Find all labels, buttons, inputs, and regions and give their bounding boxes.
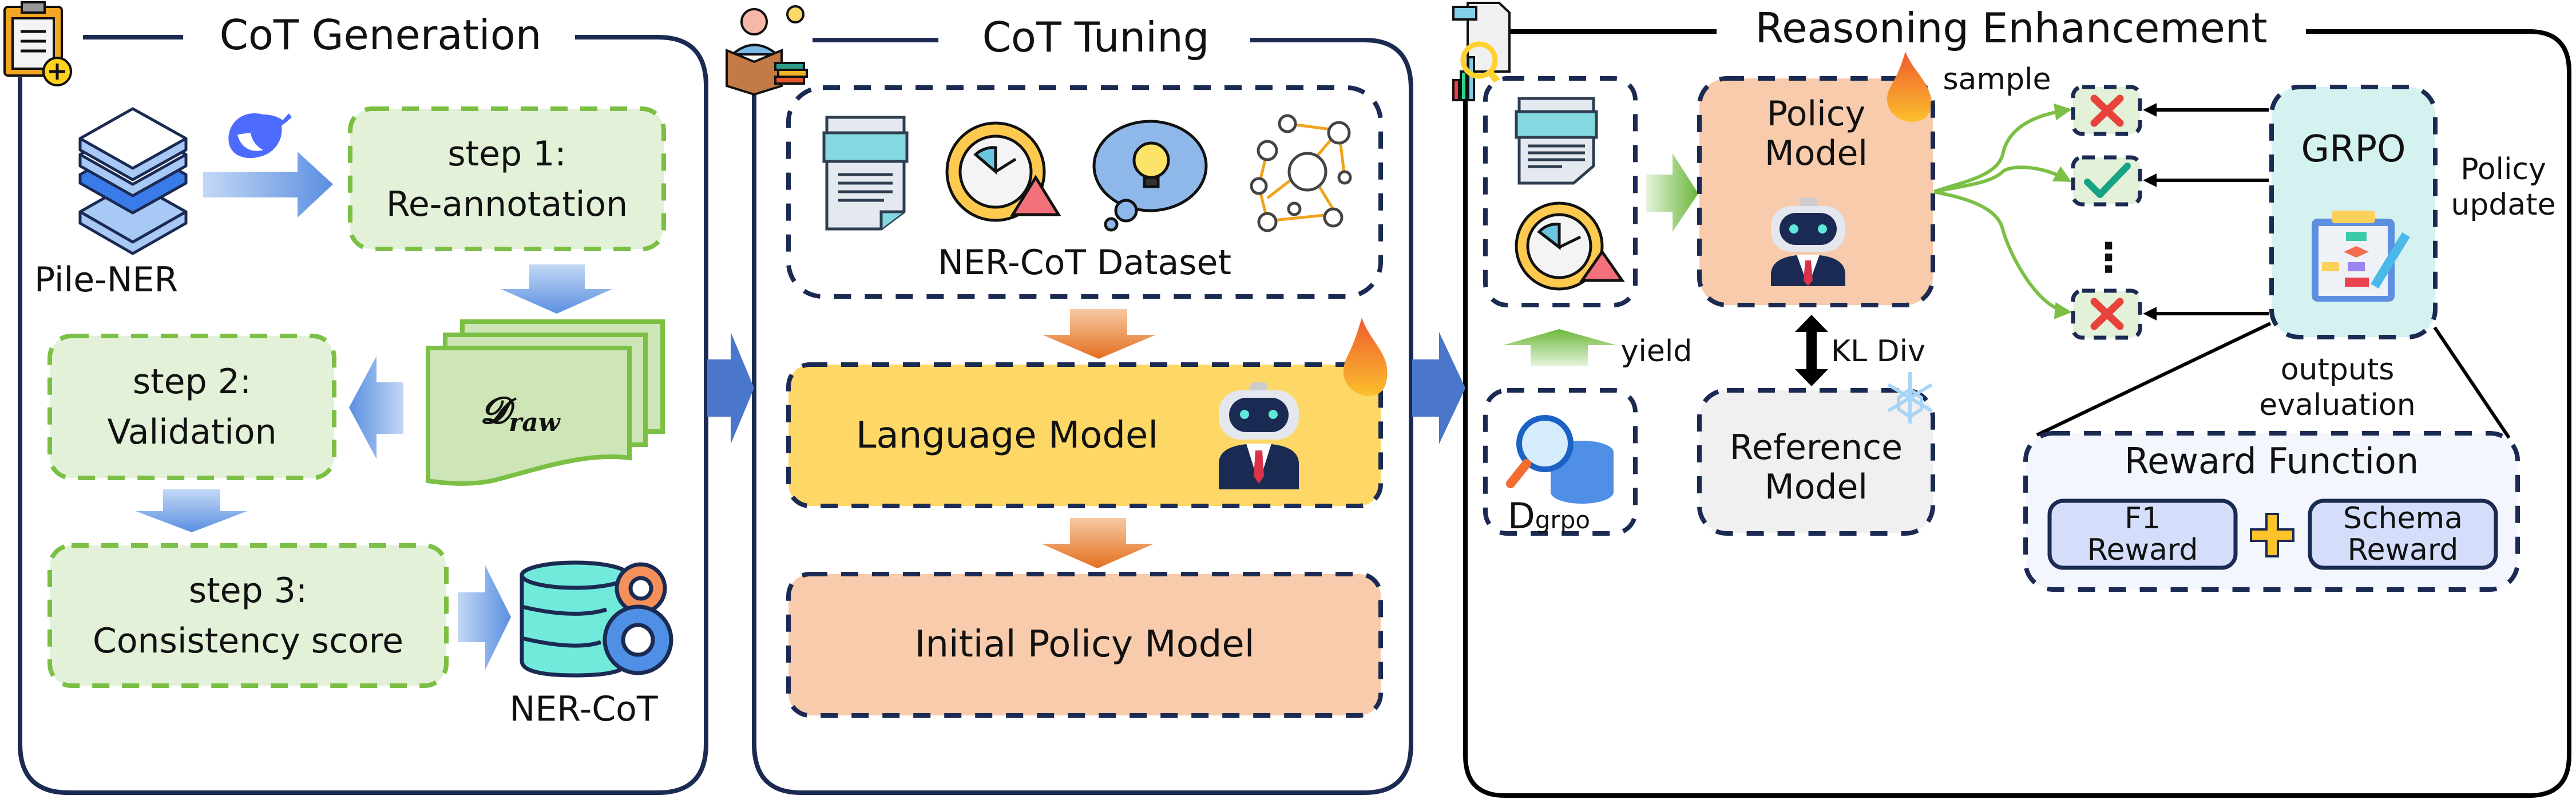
step2-box	[47, 334, 336, 480]
panel-border-reasoning	[1463, 29, 2571, 798]
reader-study-icon	[726, 5, 808, 96]
pile-ner-label: Pile-NER	[34, 260, 179, 300]
raw-dataset-docs-icon	[426, 319, 665, 486]
step1-title: step 1:	[447, 133, 566, 174]
arrow-down-to-language-model	[1043, 309, 1156, 359]
schema-reward-text: Schema Reward	[2310, 501, 2496, 568]
panel-border-cot-tuning	[752, 38, 1413, 795]
wrong-cross-icon-1	[2090, 94, 2124, 127]
evaluation-arrows	[2143, 103, 2269, 321]
arrow-down-to-draw	[501, 264, 612, 314]
dgrpo-label: Dgrpo	[1508, 495, 1622, 537]
reference-model-box	[1697, 388, 1935, 536]
step3-text: step 3: Consistency score	[50, 545, 446, 686]
tex-document-icon	[822, 116, 909, 231]
reference-model-label: Reference Model	[1729, 428, 1903, 507]
clipboard-add-icon	[3, 1, 72, 86]
ner-cot-label: NER-CoT	[509, 689, 658, 729]
dgrpo-symbol: D	[1508, 495, 1535, 537]
step2-label: Validation	[107, 412, 277, 452]
arrow-down-to-step3	[136, 489, 247, 532]
kl-divergence-arrow	[1795, 315, 1828, 386]
schema-reward-label: Schema Reward	[2343, 501, 2463, 567]
arrow-down-to-initial-policy	[1041, 518, 1154, 568]
sample-label: sample	[1943, 62, 2051, 97]
report-analysis-icon	[1452, 2, 1511, 101]
layers-stack-icon	[78, 107, 188, 255]
raw-dataset-subscript: raw	[509, 408, 560, 437]
step1-box	[348, 106, 666, 251]
policy-model-label: Policy Model	[1764, 94, 1868, 173]
language-model-label: Language Model	[855, 414, 1159, 457]
arrow-panel1-to-panel2	[707, 332, 754, 444]
zoom-connector-left	[2036, 322, 2272, 437]
schema-reward-box	[2308, 499, 2498, 570]
network-graph-icon	[1250, 114, 1352, 232]
reward-function-title: Reward Function	[2124, 440, 2419, 482]
outputs-evaluation-label: outputs evaluation	[2259, 353, 2416, 423]
initial-policy-box	[786, 572, 1383, 718]
panel-title-cot-generation: CoT Generation	[186, 11, 575, 59]
f1-reward-text: F1 Reward	[2050, 501, 2236, 568]
panel-border-cot-generation	[18, 35, 708, 795]
arrow-to-ner-cot	[458, 565, 511, 670]
robot-agent-icon-language-model	[1219, 382, 1299, 489]
dgrpo-subscript: grpo	[1535, 506, 1591, 534]
database-search-icon	[1506, 415, 1614, 504]
arrow-to-policy-model	[1646, 153, 1698, 232]
sample-curves	[1933, 103, 2072, 319]
fire-icon-policy	[1887, 52, 1931, 122]
ellipsis: ⋮	[2088, 234, 2129, 281]
f1-reward-box	[2047, 499, 2238, 570]
ner-cot-dataset-box	[786, 85, 1383, 299]
policy-update-label: Policy update	[2451, 152, 2556, 223]
robot-agent-icon-policy	[1771, 197, 1845, 286]
zoom-connector-right	[2433, 326, 2511, 439]
step3-title: step 3:	[188, 570, 308, 611]
raw-dataset-symbol: 𝓓	[481, 389, 509, 432]
deepseek-whale-icon	[228, 113, 292, 159]
gear-clock-warning-icon-2	[1515, 201, 1625, 291]
database-gears-icon	[520, 560, 673, 678]
grpo-label: GRPO	[2301, 128, 2406, 171]
initial-policy-label: Initial Policy Model	[914, 623, 1255, 666]
tex-document-icon-2	[1515, 97, 1598, 185]
step2-text: step 2: Validation	[50, 336, 334, 478]
arrow-yield-up	[1503, 329, 1616, 366]
arrow-left-to-step2	[349, 356, 403, 459]
arrow-to-step1	[203, 152, 333, 217]
kl-div-label: KL Div	[1831, 334, 1925, 369]
policy-model-box	[1697, 76, 1935, 307]
plus-icon	[2250, 513, 2294, 557]
step1-label: Re-annotation	[386, 184, 628, 224]
yield-label: yield	[1620, 334, 1693, 369]
idea-thought-bubble-icon	[1092, 120, 1208, 232]
ner-cot-dataset-label: NER-CoT Dataset	[938, 243, 1231, 283]
panel-title-cot-tuning: CoT Tuning	[941, 14, 1250, 61]
step3-label: Consistency score	[92, 620, 404, 661]
correct-check-icon	[2084, 163, 2131, 198]
clipboard-flowchart-icon	[2312, 211, 2410, 302]
raw-dataset-label: 𝓓raw	[481, 389, 607, 437]
arrow-panel2-to-panel3	[1412, 332, 1465, 444]
step2-title: step 2:	[132, 362, 252, 402]
panel-title-reasoning: Reasoning Enhancement	[1719, 5, 2303, 52]
f1-reward-label: F1 Reward	[2087, 501, 2198, 567]
fire-icon-language-model	[1343, 318, 1388, 397]
gear-clock-warning-icon	[945, 121, 1061, 222]
snowflake-icon	[1887, 372, 1933, 424]
step3-box	[47, 543, 449, 688]
step1-text: step 1: Re-annotation	[350, 109, 664, 249]
wrong-cross-icon-2	[2090, 298, 2124, 330]
